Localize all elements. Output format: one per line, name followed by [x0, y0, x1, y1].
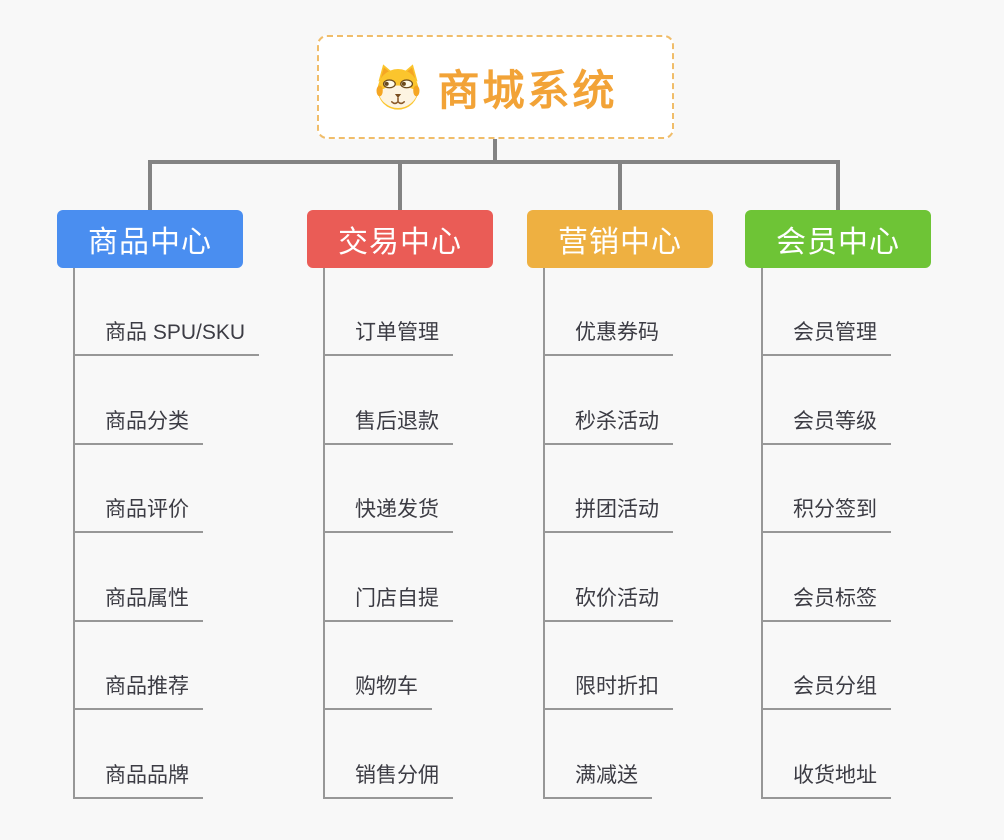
leaf-column-member-center: 会员管理 会员等级 积分签到 会员标签 会员分组 收货地址 — [761, 268, 991, 799]
connector-drop-member — [836, 160, 840, 210]
branch-node-product-center[interactable]: 商品中心 — [57, 210, 243, 268]
connector-root-vertical — [493, 139, 497, 164]
leaf-node[interactable]: 收货地址 — [761, 759, 891, 799]
connector-drop-products — [148, 160, 152, 210]
leaf-node[interactable]: 商品推荐 — [73, 670, 203, 710]
branch-label: 会员中心 — [776, 226, 900, 259]
leaf-column-product-center: 商品 SPU/SKU 商品分类 商品评价 商品属性 商品推荐 商品品牌 — [73, 268, 303, 799]
connector-horizontal — [148, 160, 840, 164]
leaf-node[interactable]: 秒杀活动 — [543, 405, 673, 445]
connector-drop-marketing — [618, 160, 622, 210]
leaf-column-trade-center: 订单管理 售后退款 快递发货 门店自提 购物车 销售分佣 — [323, 268, 553, 799]
leaf-node[interactable]: 限时折扣 — [543, 670, 673, 710]
branch-node-trade-center[interactable]: 交易中心 — [307, 210, 493, 268]
root-node[interactable]: 商城系统 — [317, 35, 674, 139]
leaf-node[interactable]: 会员分组 — [761, 670, 891, 710]
leaf-node[interactable]: 优惠券码 — [543, 316, 673, 356]
root-title: 商城系统 — [437, 66, 618, 114]
leaf-node[interactable]: 快递发货 — [323, 493, 453, 533]
leaf-node[interactable]: 会员标签 — [761, 582, 891, 622]
branch-label: 商品中心 — [88, 226, 212, 259]
leaf-node[interactable]: 商品评价 — [73, 493, 203, 533]
leaf-node[interactable]: 会员等级 — [761, 405, 891, 445]
leaf-node[interactable]: 满减送 — [543, 759, 652, 799]
leaf-node[interactable]: 商品属性 — [73, 582, 203, 622]
leaf-node[interactable]: 砍价活动 — [543, 582, 673, 622]
leaf-column-marketing-center: 优惠券码 秒杀活动 拼团活动 砍价活动 限时折扣 满减送 — [543, 268, 773, 799]
leaf-node[interactable]: 会员管理 — [761, 316, 891, 356]
leaf-node[interactable]: 门店自提 — [323, 582, 453, 622]
leaf-node[interactable]: 销售分佣 — [323, 759, 453, 799]
leaf-node[interactable]: 商品品牌 — [73, 759, 203, 799]
branch-node-marketing-center[interactable]: 营销中心 — [527, 210, 713, 268]
branch-node-member-center[interactable]: 会员中心 — [745, 210, 931, 268]
dog-face-icon — [377, 64, 420, 110]
leaf-node[interactable]: 拼团活动 — [543, 493, 673, 533]
branch-label: 交易中心 — [338, 226, 462, 259]
leaf-node[interactable]: 商品分类 — [73, 405, 203, 445]
leaf-node[interactable]: 商品 SPU/SKU — [73, 316, 260, 356]
leaf-node[interactable]: 订单管理 — [323, 316, 453, 356]
connector-drop-trade — [398, 160, 402, 210]
branch-label: 营销中心 — [558, 226, 682, 259]
leaf-node[interactable]: 购物车 — [323, 670, 432, 710]
leaf-node[interactable]: 售后退款 — [323, 405, 453, 445]
leaf-node[interactable]: 积分签到 — [761, 493, 891, 533]
